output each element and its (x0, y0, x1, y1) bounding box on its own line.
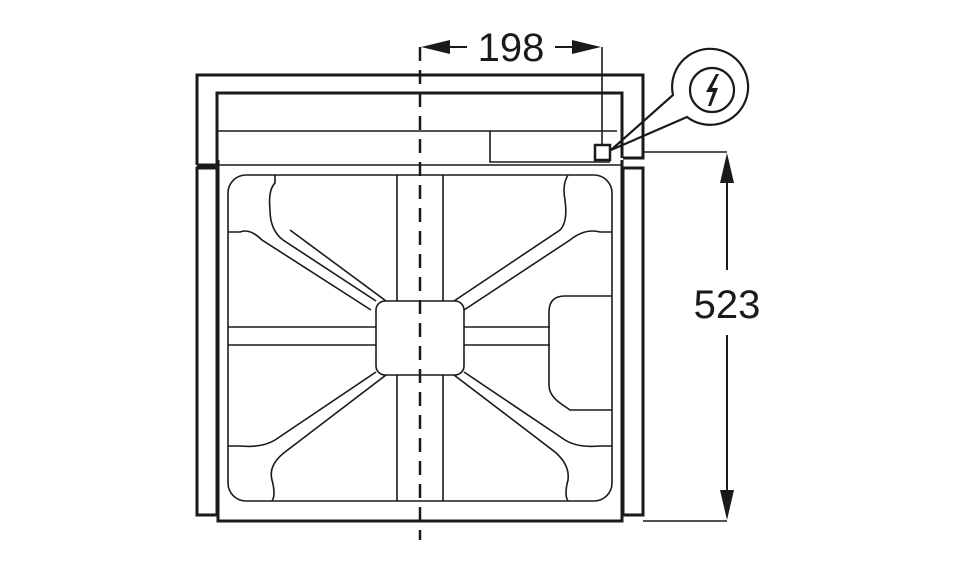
width-label: 198 (478, 26, 545, 70)
right-side-strip (621, 166, 645, 517)
electrical-callout (610, 47, 750, 152)
arrow-up-icon (720, 153, 734, 183)
height-label: 523 (694, 283, 761, 327)
arrow-down-icon (720, 490, 734, 520)
width-dimension: 198 (421, 26, 603, 145)
height-dimension: 523 (643, 151, 761, 522)
arrow-left-icon (421, 40, 450, 54)
grate (227, 174, 613, 502)
connection-point (593, 143, 612, 162)
arrow-right-icon (572, 40, 601, 54)
lightning-icon (706, 74, 719, 106)
left-side-strip (195, 166, 219, 517)
